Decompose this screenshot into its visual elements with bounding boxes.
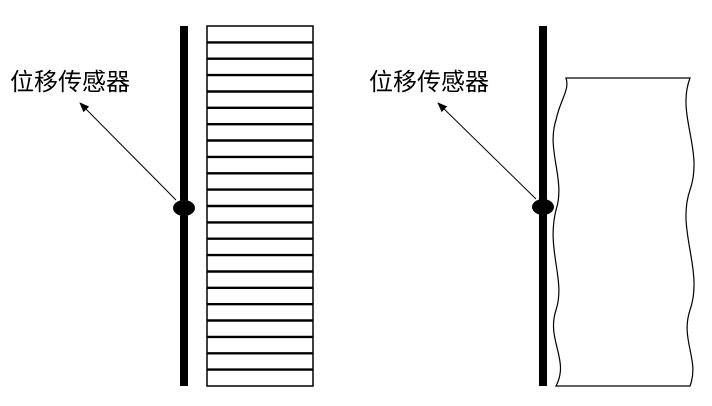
left-sensor-probe [173,200,195,216]
right-wavy-specimen [552,77,695,387]
right-panel: 位移传感器 [369,26,695,387]
right-sensor-label: 位移传感器 [369,68,489,96]
right-label-arrow [437,102,537,200]
left-panel: 位移传感器 [10,25,314,387]
left-sensor-label: 位移传感器 [10,68,130,96]
left-label-arrow [79,102,177,201]
left-specimen-stripes [207,41,313,371]
right-sensor-probe [532,199,554,215]
